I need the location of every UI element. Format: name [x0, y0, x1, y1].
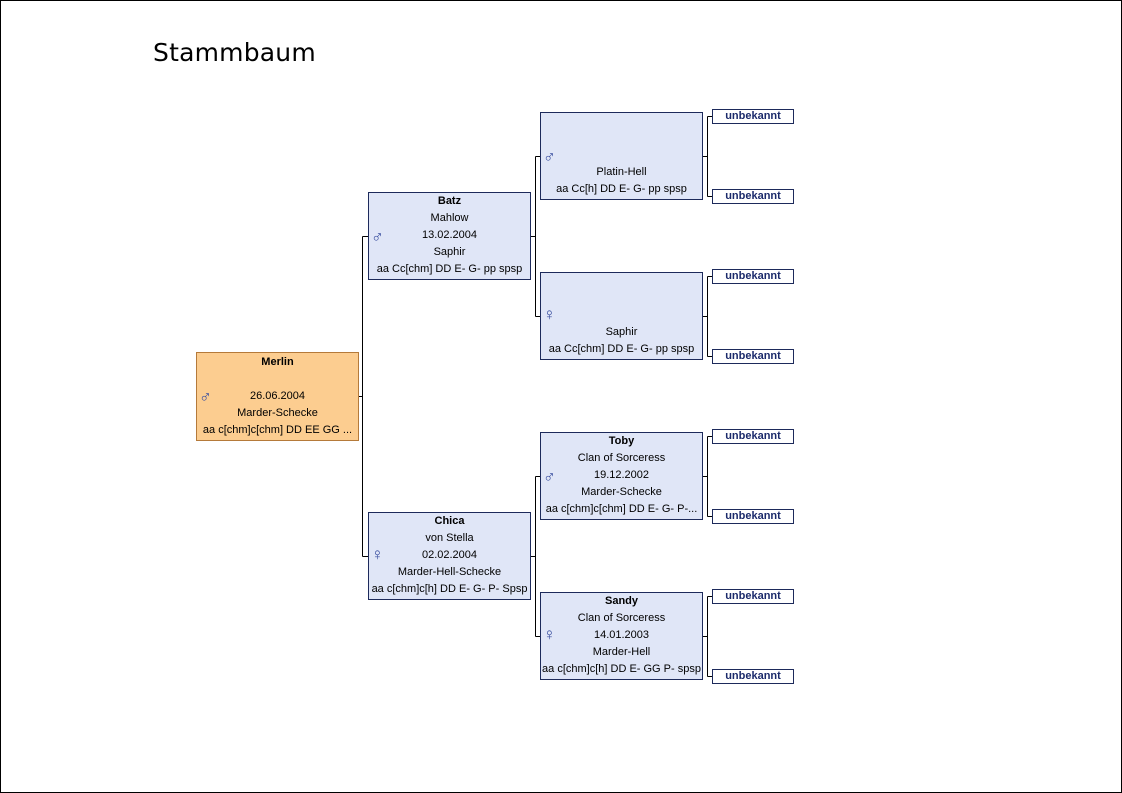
- connector-ff-unknown: [702, 116, 712, 197]
- node-breeder: Clan of Sorceress: [577, 612, 666, 624]
- male-icon: ♂: [543, 467, 556, 486]
- male-icon: ♂: [199, 387, 212, 406]
- node-genotype: aa Cc[chm] DD E- G- pp spsp: [376, 263, 523, 275]
- node-birthdate: [541, 148, 702, 163]
- pedigree-node-root[interactable]: Merlin 26.06.2004 Marder-Schecke aa c[ch…: [196, 352, 359, 441]
- node-breeder: [541, 131, 702, 146]
- pedigree-node-maternal-grandmother[interactable]: Sandy Clan of Sorceress 14.01.2003 Marde…: [540, 592, 703, 680]
- node-birthdate: 26.06.2004: [249, 390, 306, 402]
- male-icon: ♂: [371, 227, 384, 246]
- male-icon: ♂: [543, 147, 556, 166]
- node-breeder: Mahlow: [430, 212, 469, 224]
- pedigree-node-mother[interactable]: Chica von Stella 02.02.2004 Marder-Hell-…: [368, 512, 531, 600]
- node-breeder: Clan of Sorceress: [577, 452, 666, 464]
- node-genotype: aa c[chm]c[h] DD E- G- P- Spsp: [371, 583, 528, 595]
- node-birthdate: 19.12.2002: [593, 469, 650, 481]
- pedigree-node-father[interactable]: Batz Mahlow 13.02.2004 Saphir aa Cc[chm]…: [368, 192, 531, 280]
- unknown-ancestor[interactable]: unbekannt: [712, 509, 794, 524]
- unknown-ancestor[interactable]: unbekannt: [712, 669, 794, 684]
- node-name: Toby: [608, 435, 635, 447]
- node-genotype: aa c[chm]c[h] DD E- GG P- spsp: [542, 663, 701, 675]
- node-name: Chica: [434, 515, 465, 527]
- female-icon: ♀: [543, 625, 556, 644]
- node-name: [541, 274, 702, 289]
- node-genotype: aa c[chm]c[chm] DD EE GG ...: [202, 424, 353, 436]
- unknown-ancestor[interactable]: unbekannt: [712, 269, 794, 284]
- node-color: Marder-Hell: [592, 646, 651, 658]
- node-color: Saphir: [605, 326, 638, 338]
- node-color: Marder-Schecke: [581, 486, 662, 498]
- connector-fm-unknown: [702, 276, 712, 357]
- unknown-ancestor[interactable]: unbekannt: [712, 349, 794, 364]
- node-breeder: [541, 291, 702, 306]
- node-color: Marder-Schecke: [237, 407, 318, 419]
- connector-father-grandparents: [530, 156, 540, 317]
- connector-mm-unknown: [702, 596, 712, 677]
- unknown-ancestor[interactable]: unbekannt: [712, 429, 794, 444]
- node-birthdate: [541, 308, 702, 323]
- node-genotype: aa Cc[h] DD E- G- pp spsp: [556, 183, 687, 195]
- unknown-ancestor[interactable]: unbekannt: [712, 589, 794, 604]
- page-title: Stammbaum: [153, 38, 316, 67]
- node-genotype: aa Cc[chm] DD E- G- pp spsp: [548, 343, 695, 355]
- pedigree-node-paternal-grandmother[interactable]: Saphir aa Cc[chm] DD E- G- pp spsp ♀: [540, 272, 703, 360]
- node-genotype: aa c[chm]c[chm] DD E- G- P-...: [545, 503, 698, 515]
- node-name: Sandy: [604, 595, 638, 607]
- pedigree-node-maternal-grandfather[interactable]: Toby Clan of Sorceress 19.12.2002 Marder…: [540, 432, 703, 520]
- node-name: [541, 114, 702, 129]
- node-color: Saphir: [433, 246, 466, 258]
- female-icon: ♀: [371, 545, 384, 564]
- node-color: Marder-Hell-Schecke: [397, 566, 502, 578]
- pedigree-node-paternal-grandfather[interactable]: Platin-Hell aa Cc[h] DD E- G- pp spsp ♂: [540, 112, 703, 200]
- connector-mf-unknown: [702, 436, 712, 517]
- node-color: Platin-Hell: [596, 166, 647, 178]
- unknown-ancestor[interactable]: unbekannt: [712, 109, 794, 124]
- node-birthdate: 02.02.2004: [421, 549, 478, 561]
- node-birthdate: 14.01.2003: [593, 629, 650, 641]
- unknown-ancestor[interactable]: unbekannt: [712, 189, 794, 204]
- female-icon: ♀: [543, 305, 556, 324]
- connector-mother-grandparents: [530, 476, 540, 637]
- node-name: Batz: [437, 195, 462, 207]
- node-birthdate: 13.02.2004: [421, 229, 478, 241]
- node-name: Merlin: [261, 356, 294, 368]
- connector-root-parents: [358, 236, 368, 557]
- node-breeder: [197, 372, 358, 387]
- node-breeder: von Stella: [425, 532, 474, 544]
